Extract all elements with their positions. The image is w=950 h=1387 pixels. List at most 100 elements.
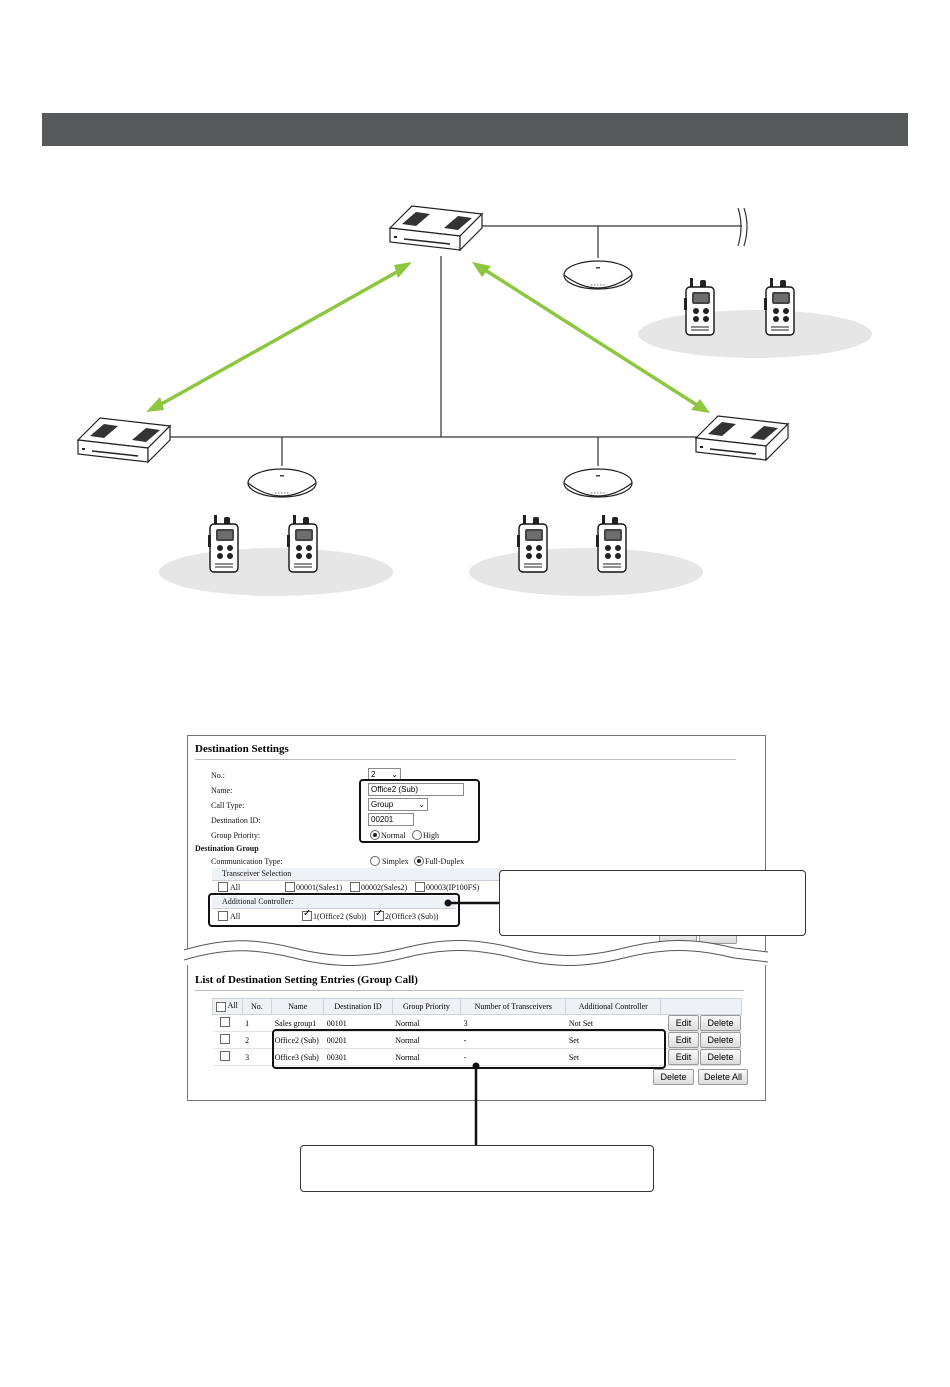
header-destination-id: Destination ID [323,998,393,1015]
row-group-priority: Normal [392,1014,461,1032]
header-additional-controller: Additional Controller [565,998,662,1015]
check-icon: ✓ [375,908,384,919]
area-ellipse-right-top [638,310,872,358]
list-title-underline [195,990,744,991]
controller-icon [695,415,789,461]
row-number-transceivers: - [460,1031,566,1049]
row-name: Office2 (Sub) [271,1031,324,1049]
transceiver-icon [516,514,548,573]
controller-checkbox-1[interactable]: ✓ [302,908,312,921]
section-header-bar [42,113,908,146]
row-name: Office3 (Sub) [271,1048,324,1066]
controller-highlight [208,893,460,927]
transceiver-icon [595,514,627,573]
priority-normal-radio[interactable] [370,830,380,840]
row-additional-controller: Set [565,1031,661,1049]
transceiver-checkbox-1[interactable] [285,882,295,892]
no-label: No.: [211,771,225,780]
header-group-priority: Group Priority [391,998,462,1015]
row-no: 1 [242,1014,272,1032]
check-icon: ✓ [303,908,312,919]
row-number-transceivers: - [460,1048,566,1066]
header-all: All [212,998,243,1015]
chevron-down-icon: ⌄ [418,800,425,809]
row-additional-controller: Set [565,1048,661,1066]
transceiver-icon [207,514,239,573]
row-additional-controller: Not Set [565,1014,661,1032]
select-all-checkbox[interactable] [216,1001,226,1012]
access-point-icon [247,468,317,498]
name-input[interactable]: Office2 (Sub) [368,783,464,796]
transceiver-label-2: 00002(Sales2) [361,883,408,892]
destination-id-input[interactable]: 00201 [368,813,414,826]
header-no: No. [241,998,273,1015]
transceiver-label-1: 00001(Sales1) [296,883,343,892]
chevron-down-icon: ⌄ [391,770,398,779]
double-arrow-icon [472,262,710,413]
controller-icon [77,417,171,463]
header-name: Name [271,998,325,1015]
transceiver-selection-label: Transceiver Selection [222,869,292,878]
network-lines [165,225,742,466]
row-checkbox[interactable] [219,1034,230,1044]
network-diagram [77,205,872,596]
edit-button-row-1[interactable]: Edit [668,1015,699,1031]
delete-button[interactable]: Delete [653,1069,694,1085]
access-point-icon [563,260,633,290]
comm-simplex-radio[interactable] [370,856,380,866]
controller-checkbox-2[interactable]: ✓ [374,908,384,921]
row-destination-id: 00301 [323,1048,393,1066]
row-name: Sales group1 [271,1014,324,1032]
controller-icon [389,205,483,251]
priority-high-label: High [423,831,439,840]
transceiver-icon [763,277,795,336]
comm-simplex-label: Simplex [382,857,409,866]
destination-id-label: Destination ID: [211,816,261,825]
row-no: 2 [242,1031,272,1049]
header-number-transceivers: Number of Transceivers [460,998,567,1015]
double-arrow-icon [146,262,412,412]
area-ellipse-left [159,548,393,596]
call-type-select[interactable]: Group⌄ [368,798,428,811]
group-priority-label: Group Priority: [211,831,261,840]
row-checkbox[interactable] [219,1051,230,1061]
communication-type-label: Communication Type: [211,857,283,866]
settings-title: Destination Settings [195,743,289,755]
transceiver-all-label: All [230,883,241,892]
delete-button-row-1[interactable]: Delete [700,1015,741,1031]
delete-button-row-2[interactable]: Delete [700,1032,741,1048]
row-group-priority: Normal [392,1048,461,1066]
callout-connector [444,899,500,907]
row-group-priority: Normal [392,1031,461,1049]
destination-group-label: Destination Group [195,844,259,853]
transceiver-selection-bar: Transceiver Selection [212,868,502,881]
comm-full-duplex-label: Full-Duplex [425,857,465,866]
transceiver-label-3: 00003(IP100FS) [426,883,480,892]
comm-full-duplex-radio[interactable] [414,856,424,866]
list-title: List of Destination Setting Entries (Gro… [195,974,418,986]
delete-button-row-3[interactable]: Delete [700,1049,741,1065]
header-actions [660,998,742,1015]
transceiver-checkbox-2[interactable] [350,882,360,892]
rows-highlight [272,1029,666,1069]
controller-all-checkbox[interactable] [218,911,228,921]
transceiver-checkbox-3[interactable] [415,882,425,892]
name-label: Name: [211,786,233,795]
settings-highlight [359,779,480,843]
destination-table: All No. Name Destination ID Group Priori… [212,998,742,1066]
row-destination-id: 00201 [323,1031,393,1049]
delete-all-button[interactable]: Delete All [698,1069,748,1085]
priority-high-radio[interactable] [412,830,422,840]
area-ellipse-middle [469,548,703,596]
row-destination-id: 00101 [323,1014,393,1032]
line-break-icon [737,207,748,247]
edit-button-row-2[interactable]: Edit [668,1032,699,1048]
controller-label-1: 1(Office2 (Sub)) [313,912,367,921]
transceiver-icon [683,277,715,336]
row-checkbox[interactable] [219,1017,230,1027]
additional-controller-bar: Additional Controller: [212,896,456,909]
row-number-transceivers: 3 [460,1014,566,1032]
destination-settings-panel [187,735,766,951]
transceiver-all-checkbox[interactable] [218,882,228,892]
edit-button-row-3[interactable]: Edit [668,1049,699,1065]
